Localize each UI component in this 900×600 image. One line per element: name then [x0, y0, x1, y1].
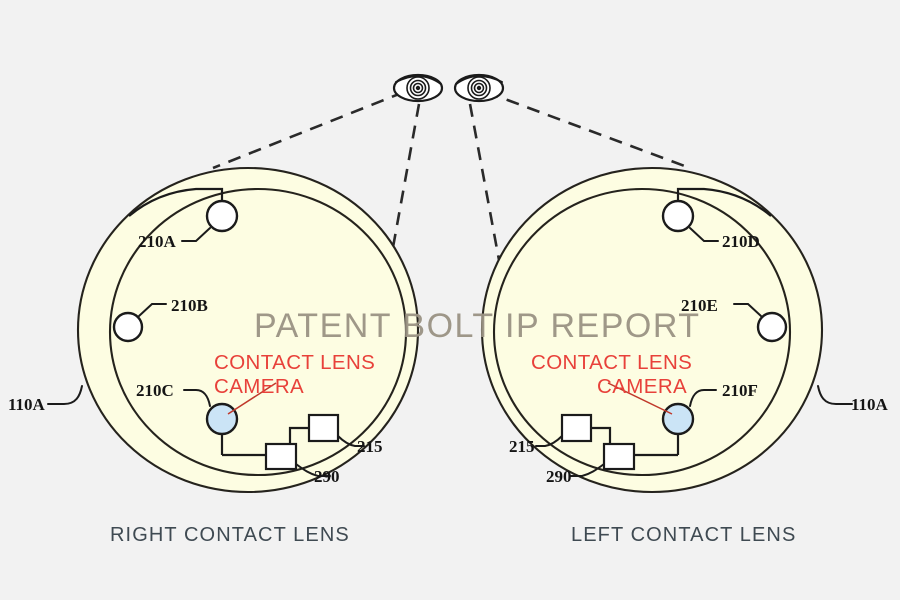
sight-line-left-inner [468, 103, 514, 331]
left-camera-annotation-line1: CONTACT LENS [531, 351, 692, 374]
right-contact-lens-camera[interactable] [205, 402, 239, 436]
left-component-215-leader [535, 435, 563, 447]
right-sensor-210A-label: 210A [138, 232, 177, 251]
right-component-215-label: 215 [357, 437, 383, 456]
right-eye-lash [395, 74, 442, 85]
right-lens-110A-leader [47, 385, 83, 405]
left-component-290-label: 290 [546, 467, 572, 486]
right-sensor-210B-label: 210B [171, 296, 208, 315]
left-lens-component-link-wire [591, 426, 612, 444]
right-eye-pupil [415, 85, 421, 91]
left-sensor-210E-label: 210E [681, 296, 718, 315]
left-contact-lens: 110A 210D 210E 210F CONTACT LENS CAMERA [480, 166, 889, 494]
right-component-215-leader [337, 435, 365, 447]
left-component-215[interactable] [560, 413, 593, 443]
sight-line-left-outer [485, 90, 691, 170]
right-eye-iris-ring-inner [412, 82, 424, 94]
right-lens-inner-boundary [108, 187, 408, 477]
right-camera-annotation-line1: CONTACT LENS [214, 351, 375, 374]
left-eye-iris-ring-mid [470, 79, 488, 97]
left-lens-outer-boundary [480, 166, 824, 494]
right-component-215[interactable] [307, 413, 340, 443]
left-component-290-leader [569, 463, 605, 477]
left-camera-annotation-line2: CAMERA [597, 375, 687, 398]
right-sensor-210A [205, 199, 239, 233]
right-sensor-210C-label: 210C [136, 381, 174, 400]
left-eye-pupil [476, 85, 482, 91]
left-eye-lash [455, 74, 503, 85]
right-sensor-210B [112, 311, 144, 343]
right-lens-component-link-wire [288, 426, 309, 444]
left-sensor-210D-wire [676, 187, 772, 217]
sight-line-right-outer [212, 90, 405, 170]
right-sensor-210C-leader [183, 389, 211, 407]
left-sensor-210F-leader [689, 389, 717, 407]
right-sensor-210B-leader [138, 303, 167, 317]
left-lens-110A-label: 110A [851, 395, 889, 414]
left-sensor-210E-leader [733, 303, 762, 317]
sight-line-right-inner [376, 103, 421, 331]
left-lens-caption: LEFT CONTACT LENS [571, 524, 796, 546]
sight-lines-group [212, 90, 691, 331]
left-lens-110A-leader [817, 385, 853, 405]
right-sensor-210A-leader [181, 227, 211, 242]
right-camera-annotation-leader [227, 382, 277, 415]
left-sensor-210E [756, 311, 788, 343]
left-component-215-label: 215 [509, 437, 535, 456]
left-component-290[interactable] [602, 442, 636, 471]
left-sensor-210D-label: 210D [722, 232, 760, 251]
right-lens-110A-label: 110A [8, 395, 46, 414]
left-sensor-210D [661, 199, 695, 233]
right-eye-iris-ring-mid [409, 79, 427, 97]
left-sensor-210F-label: 210F [722, 381, 758, 400]
right-component-290[interactable] [264, 442, 298, 471]
left-sensor-210D-leader [689, 227, 719, 242]
right-camera-annotation-line2: CAMERA [214, 375, 304, 398]
watermark-label: PATENT BOLT IP REPORT [254, 307, 701, 345]
left-camera-annotation-leader [607, 382, 673, 415]
left-eye [453, 73, 505, 103]
right-component-290-leader [295, 463, 331, 477]
right-component-290-label: 290 [314, 467, 340, 486]
right-sensor-210A-wire [128, 187, 224, 217]
right-eye [392, 73, 444, 103]
left-contact-lens-camera[interactable] [661, 402, 695, 436]
right-lens-caption: RIGHT CONTACT LENS [110, 524, 350, 546]
left-lens-inner-boundary [492, 187, 792, 477]
right-lens-outer-boundary [76, 166, 420, 494]
right-contact-lens: 110A 210A 210B 210C CONTACT LENS CAMERA [8, 166, 420, 494]
left-eye-iris-ring-inner [473, 82, 485, 94]
